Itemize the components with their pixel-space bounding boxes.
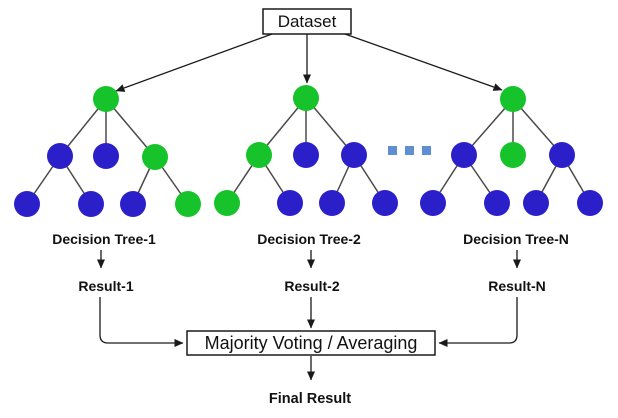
dataset-label: Dataset — [278, 12, 337, 31]
result1-to-voting-connector — [99, 297, 184, 347]
tree-node-blue — [47, 143, 73, 169]
tree-node-blue — [293, 142, 319, 168]
final-result-label: Final Result — [269, 391, 351, 407]
tree-node-green — [214, 190, 240, 216]
tree-node-blue — [120, 191, 146, 217]
voting-label: Majority Voting / Averaging — [205, 333, 418, 353]
tree-node-green — [93, 86, 119, 112]
ellipsis-dot — [388, 146, 397, 155]
ellipsis-dots — [388, 146, 431, 155]
treeN-label: Decision Tree-N — [463, 231, 569, 247]
tree-node-blue — [420, 190, 446, 216]
tree-node-blue — [341, 142, 367, 168]
tree2-label: Decision Tree-2 — [257, 231, 361, 247]
tree-node-blue — [372, 190, 398, 216]
tree-node-blue — [93, 143, 119, 169]
tree-node-green — [142, 144, 168, 170]
tree1-label: Decision Tree-1 — [52, 231, 156, 247]
ellipsis-dot — [405, 146, 414, 155]
decision-tree-2 — [214, 85, 398, 216]
tree-node-blue — [577, 190, 603, 216]
tree-node-blue — [523, 190, 549, 216]
tree-node-blue — [14, 191, 40, 217]
dataset-to-treeN-arrow — [344, 33, 503, 91]
voting-box — [186, 330, 436, 356]
tree-node-blue — [549, 142, 575, 168]
tree-node-blue — [78, 191, 104, 217]
decision-tree-n — [420, 86, 603, 216]
tree-node-blue — [484, 190, 510, 216]
tree-node-green — [175, 191, 201, 217]
ellipsis-dot — [422, 146, 431, 155]
tree-node-blue — [319, 190, 345, 216]
resultN-to-voting-connector — [438, 297, 518, 347]
tree-node-green — [246, 142, 272, 168]
decision-tree-1 — [14, 86, 201, 217]
tree-node-blue — [277, 190, 303, 216]
resultN-label: Result-N — [488, 278, 546, 294]
tree-node-green — [293, 85, 319, 111]
result2-label: Result-2 — [284, 278, 339, 294]
tree-node-green — [500, 86, 526, 112]
dataset-to-tree1-arrow — [115, 33, 273, 92]
tree-node-green — [500, 142, 526, 168]
tree-node-blue — [451, 142, 477, 168]
result1-label: Result-1 — [78, 278, 133, 294]
